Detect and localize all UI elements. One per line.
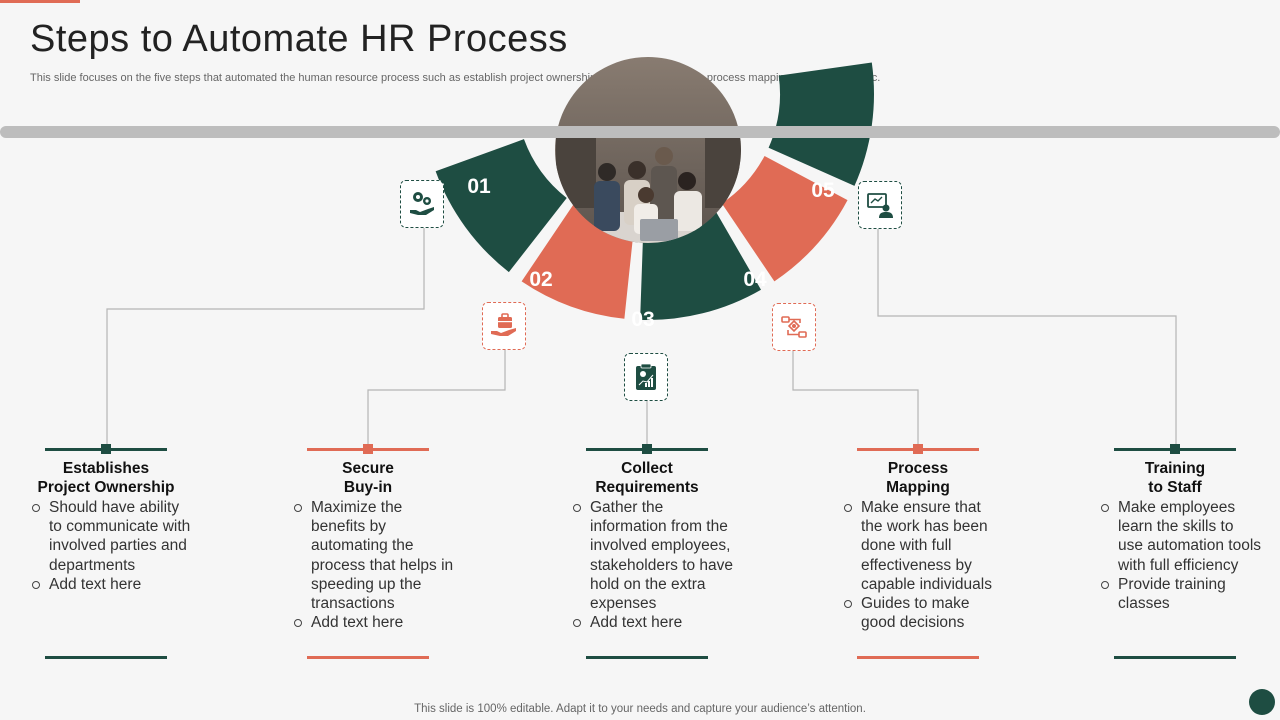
step-node	[101, 444, 111, 454]
step-bottom-line	[586, 656, 708, 659]
segment-number-04: 04	[743, 268, 767, 291]
clipboard-chart-icon	[624, 353, 668, 401]
bullet-item: Provide training classes	[1100, 575, 1262, 613]
bullet-item: Guides to make good decisions	[843, 594, 1005, 632]
step-bottom-line	[45, 656, 167, 659]
step-bullet-list: Maximize the benefits by automating the …	[293, 498, 455, 632]
bullet-item: Make ensure that the work has been done …	[843, 498, 1005, 594]
step-bullet-list: Make employees learn the skills to use a…	[1100, 498, 1262, 613]
step-bullet-list: Make ensure that the work has been done …	[843, 498, 1005, 632]
top-gray-bar	[0, 126, 1280, 138]
bullet-item: Gather the information from the involved…	[572, 498, 734, 613]
step-bullet-list: Should have ability to communicate with …	[31, 498, 193, 594]
connector-04	[792, 350, 919, 450]
bullet-item: Maximize the benefits by automating the …	[293, 498, 455, 613]
connector-01	[106, 228, 425, 450]
segment-number-01: 01	[467, 175, 491, 198]
top-accent-bar	[0, 0, 80, 3]
step-bottom-line	[307, 656, 429, 659]
slide-title: Steps to Automate HR Process	[30, 18, 568, 60]
gear-hand-icon	[400, 180, 444, 228]
step-node	[913, 444, 923, 454]
connector-02	[367, 350, 506, 450]
bullet-item: Make employees learn the skills to use a…	[1100, 498, 1262, 575]
presentation-user-icon	[858, 181, 902, 229]
step-node	[363, 444, 373, 454]
segment-number-02: 02	[529, 268, 553, 291]
segment-number-03: 03	[631, 308, 655, 331]
step-node	[1170, 444, 1180, 454]
bullet-item: Add text here	[572, 613, 734, 632]
donut-segment-04	[721, 155, 848, 282]
donut-segment-01	[435, 139, 567, 273]
step-node	[642, 444, 652, 454]
step-bottom-line	[857, 656, 979, 659]
donut-segment-05	[768, 62, 874, 186]
corner-dot	[1249, 689, 1275, 715]
connector-05	[877, 229, 1177, 450]
step-bullet-list: Gather the information from the involved…	[572, 498, 734, 632]
bullet-item: Should have ability to communicate with …	[31, 498, 193, 575]
bullet-item: Add text here	[293, 613, 455, 632]
process-flow-icon	[772, 303, 816, 351]
segment-number-05: 05	[811, 179, 835, 202]
slide-footer: This slide is 100% editable. Adapt it to…	[414, 703, 866, 715]
connector-lines	[106, 228, 1177, 450]
step-bottom-line	[1114, 656, 1236, 659]
bullet-item: Add text here	[31, 575, 193, 594]
briefcase-hand-icon	[482, 302, 526, 350]
